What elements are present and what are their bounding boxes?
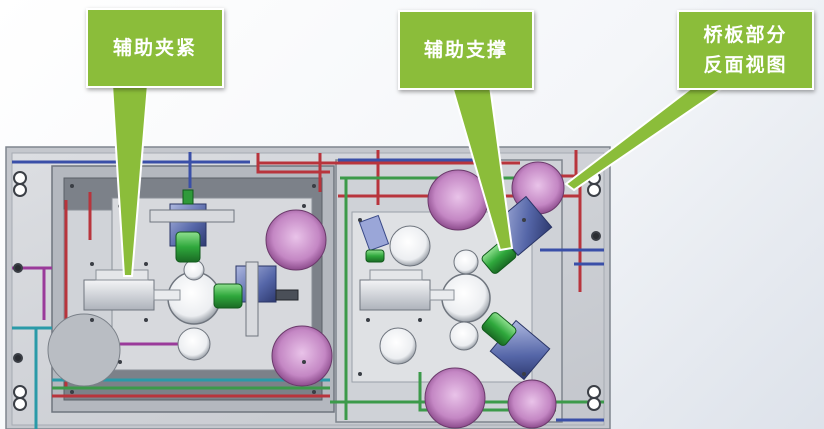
callout-aux-support-label: 辅助支撑 [423,39,508,61]
screw-dots [70,184,526,394]
callout-pointers [110,83,730,277]
callout-bridge-plate-line1: 桥板部分 [703,24,788,46]
white-bosses [167,225,491,365]
callout-aux-clamp: 辅助夹紧 [86,8,224,88]
bolt-icon [13,171,601,411]
callout-bridge-plate: 桥板部分 反面视图 [677,10,814,90]
support-blocks [83,269,455,311]
callout-aux-support: 辅助支撑 [398,10,534,90]
left-frame-circles [47,209,333,387]
callout-bridge-plate-line2: 反面视图 [703,54,788,76]
callout-aux-clamp-label: 辅助夹紧 [112,37,197,59]
